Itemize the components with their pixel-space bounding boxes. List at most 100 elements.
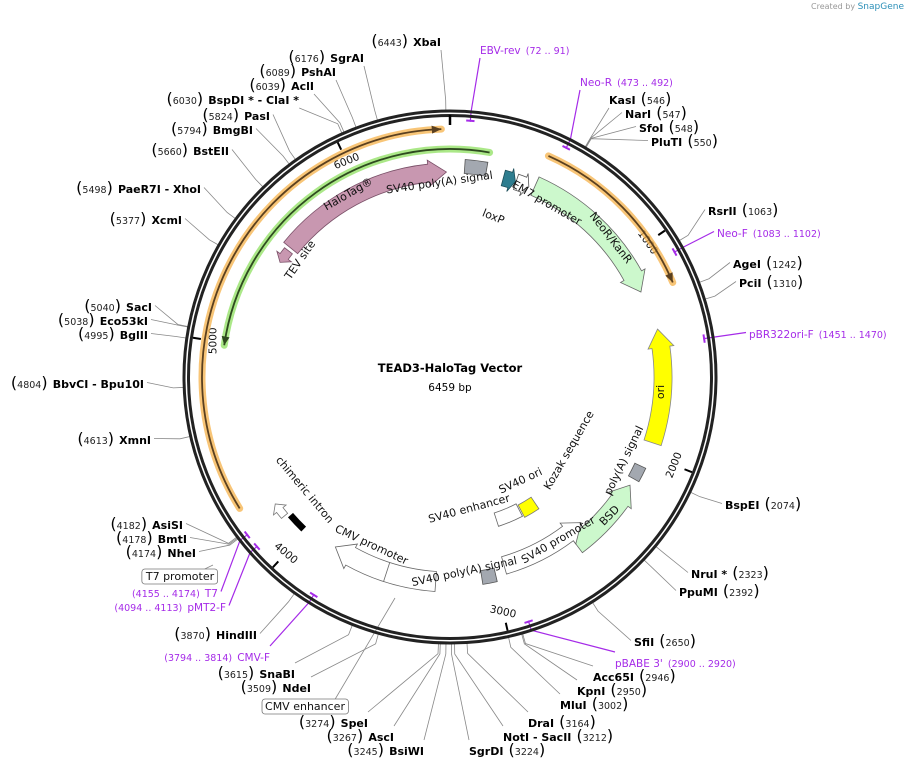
primer-label[interactable]: Neo-F (1083 .. 1102) [717, 222, 821, 241]
enzyme-site-label[interactable]: PciI (1310) [739, 272, 803, 291]
backbone-outer [182, 109, 718, 645]
primer-binding-arc[interactable] [253, 542, 261, 551]
feature-ori[interactable] [643, 328, 675, 447]
feature-chimeric-intron-arrow[interactable] [272, 503, 289, 519]
leader-line [313, 93, 345, 133]
boxed-feature-label[interactable]: T7 promoter [145, 570, 215, 583]
enzyme-name: AgeI [733, 258, 761, 271]
enzyme-site-label[interactable]: (3870) HindIII [174, 624, 257, 643]
enzyme-name: AsiSI [152, 519, 183, 532]
feature-em7-promoter[interactable] [512, 173, 530, 197]
feature-label[interactable]: poly(A) signal [601, 424, 646, 497]
feature-label[interactable]: ori [654, 385, 667, 399]
enzyme-name: BstEII [193, 145, 229, 158]
feature-halotag[interactable] [283, 159, 448, 255]
orf-orange-right[interactable] [548, 155, 674, 283]
backbone-inner [187, 114, 713, 640]
feature-label[interactable]: SV40 ori [497, 465, 544, 496]
enzyme-site-label[interactable]: DraI (3164) [528, 712, 596, 731]
enzyme-site-label[interactable]: (3615) SnaBI [218, 663, 295, 682]
enzyme-name: BglII [120, 329, 148, 342]
primer-binding-arc[interactable] [562, 145, 571, 151]
enzyme-site-label[interactable]: BspEI (2074) [725, 494, 801, 513]
feature-label[interactable]: loxP [480, 206, 506, 227]
primer-label[interactable]: Neo-R (473 .. 492) [580, 71, 673, 90]
primer-name: pMT2-F [187, 602, 226, 614]
leader-line [440, 49, 447, 111]
feature-neor-kanr[interactable] [530, 176, 646, 293]
enzyme-name: SgrAI [330, 52, 364, 65]
enzyme-site-label[interactable]: (6443) XbaI [371, 31, 441, 50]
enzyme-site-label[interactable]: (4613) XmnI [77, 429, 151, 448]
leader-line [454, 643, 504, 727]
feature-chimeric-intron[interactable] [287, 512, 307, 532]
leader-line [585, 138, 649, 148]
leader-line [255, 128, 290, 165]
primer-binding-arc[interactable] [702, 334, 706, 343]
feature-sv40-ori[interactable] [517, 496, 540, 518]
enzyme-position: 2650 [666, 638, 690, 649]
feature-bsd[interactable] [569, 484, 632, 554]
enzyme-site-label[interactable]: (6030) BspDI * - ClaI * [166, 89, 299, 108]
enzyme-site-label[interactable]: RsrII (1063) [708, 200, 778, 219]
feature-sv40-polya-signal-bottom[interactable] [480, 567, 498, 585]
enzyme-name: SnaBI [259, 668, 295, 681]
enzyme-site-label[interactable]: (4804) BbvCI - Bpu10I [11, 373, 144, 392]
enzyme-name: SgrDI [469, 745, 503, 758]
primer-name: Neo-F [717, 228, 748, 240]
scale-tick [504, 622, 509, 631]
enzyme-name: Eco53kI [100, 315, 148, 328]
feature-sv40-promoter[interactable] [501, 522, 582, 575]
leader-line [508, 637, 561, 695]
primer-label[interactable]: (3794 .. 3814) CMV-F [164, 646, 270, 665]
enzyme-site-label[interactable]: SfiI (2650) [634, 631, 696, 650]
leader-line [150, 319, 188, 328]
leader-line [592, 602, 632, 641]
orf-orange-left[interactable] [201, 128, 442, 509]
credit-prefix: Created by [811, 2, 856, 11]
feature-box [141, 568, 219, 585]
feature-sv40-polya-signal-top[interactable] [463, 159, 489, 177]
primer-label[interactable]: (4155 .. 4174) T7 [132, 582, 218, 601]
enzyme-site-label[interactable]: NruI * (2323) [691, 563, 769, 582]
primer-label[interactable]: EBV-rev (72 .. 91) [480, 39, 569, 58]
primer-binding-arc[interactable] [466, 119, 475, 123]
primer-range: (72 .. 91) [526, 46, 570, 57]
orf-green[interactable] [223, 148, 490, 346]
feature-polya-signal[interactable] [627, 462, 647, 483]
primer-binding-arc[interactable] [243, 530, 251, 539]
primer-binding-arc[interactable] [524, 619, 533, 624]
enzyme-name: DraI [528, 717, 554, 730]
enzyme-position: 4174 [132, 549, 156, 560]
primer-binding-arc[interactable] [309, 591, 318, 599]
enzyme-site-label[interactable]: (5660) BstEII [151, 140, 229, 159]
enzyme-position: 5794 [177, 126, 201, 137]
leader-line [699, 262, 731, 283]
enzyme-site-label[interactable]: KasI (546) [609, 89, 671, 108]
enzyme-position: 6176 [295, 54, 319, 65]
enzyme-name: XbaI [413, 36, 441, 49]
primer-label[interactable]: pBABE 3' (2900 .. 2920) [615, 652, 736, 671]
feature-loxp[interactable] [500, 168, 516, 192]
boxed-feature-label[interactable]: CMV enhancer [265, 700, 345, 713]
feature-tev-site[interactable] [276, 247, 293, 263]
scale-tick-label: 3000 [489, 603, 518, 620]
enzyme-position: 1310 [773, 279, 797, 290]
feature-sv40-enhancer[interactable] [493, 503, 524, 527]
enzyme-position: 6089 [266, 68, 290, 79]
enzyme-site-label[interactable]: PpuMI (2392) [679, 581, 760, 600]
enzyme-site-label[interactable]: (5377) XcmI [110, 209, 182, 228]
enzyme-site-label[interactable]: (5498) PaeR7I - XhoI [76, 178, 201, 197]
enzyme-position: 6030 [173, 96, 197, 107]
primer-label[interactable]: pBR322ori-F (1451 .. 1470) [749, 323, 887, 342]
enzyme-name: SfiI [634, 636, 654, 649]
primer-binding-arc[interactable] [671, 247, 678, 257]
enzyme-site-label[interactable]: AgeI (1242) [733, 253, 803, 272]
feature-label[interactable]: Kozak sequence [541, 408, 597, 492]
enzyme-name: NruI * [691, 568, 727, 581]
enzyme-position: 550 [694, 138, 712, 149]
primer-label[interactable]: (4094 .. 4113) pMT2-F [114, 596, 226, 615]
feature-cmv-promoter[interactable] [334, 543, 437, 592]
enzyme-name: NarI [625, 108, 651, 121]
